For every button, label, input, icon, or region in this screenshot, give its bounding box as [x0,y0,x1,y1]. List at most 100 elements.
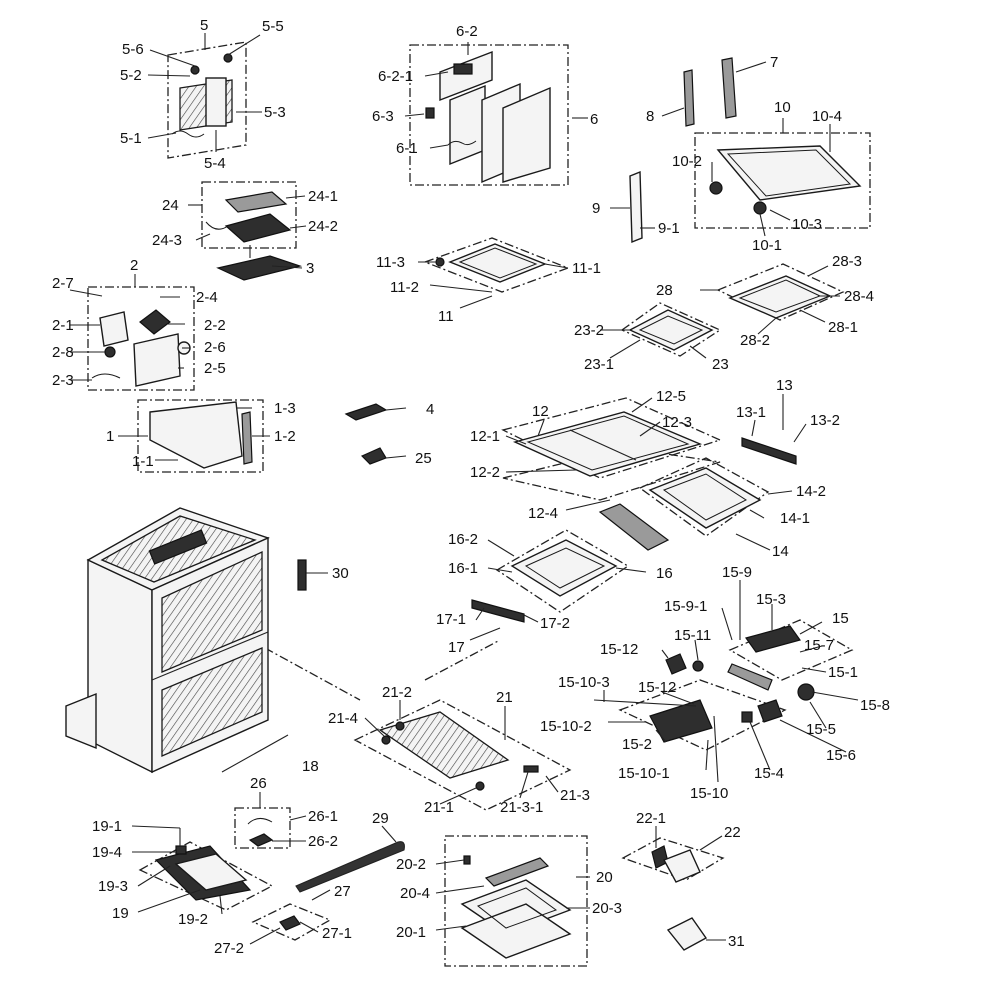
part-11-shelf-inner [458,247,538,279]
callout-label: 25 [415,450,432,467]
callout-label: 11-1 [572,260,601,277]
callout-label: 11-2 [390,279,419,296]
frame-15 [728,619,854,681]
part-16-drawer-inner [524,547,606,589]
part-10-shelf-inner [726,149,852,197]
callout-label: 21-2 [382,684,412,701]
callout-label: 15-8 [860,697,890,714]
part-19-rail-right [174,853,248,891]
callout-labels: 5 5-5 5-6 5-2 5-3 5-1 5-4 6-2 6-2-1 6-3 … [52,17,890,957]
callout-label: 15-10-3 [558,674,610,691]
part-11-shelf [448,243,547,283]
callout-label: 13-1 [736,404,766,421]
callout-label: 14-2 [796,483,826,500]
frame-11 [423,237,570,293]
part-12-shelf-inner [526,415,690,471]
callout-label: 15-5 [806,721,836,738]
part-17-rail [471,599,525,623]
part-22-cover [663,849,701,883]
callout-label: 10-1 [752,237,782,254]
frame-26 [234,807,291,849]
callout-label: 24-2 [308,218,338,235]
callout-label: 15-12 [600,641,638,658]
part-21-4-roller [381,735,391,745]
part-8-strip [683,69,695,127]
cabinet-lower-liner [161,647,263,757]
part-15-12-knob [665,653,687,675]
part-7-strip [721,57,737,119]
callout-label: 20-2 [396,856,426,873]
callout-label: 9 [592,200,600,217]
part-14-drawer [648,467,762,529]
part-5-6-sensor [190,65,200,75]
callout-label: 30 [332,565,349,582]
callout-label: 27-2 [214,940,244,957]
callout-label: 12-5 [656,388,686,405]
callout-label: 27-1 [322,925,352,942]
part-10-1-bracket [753,201,767,215]
callout-label: 23-2 [574,322,604,339]
frame-2 [87,286,195,391]
callout-label: 15-10-1 [618,765,670,782]
part-15-5-motor [797,683,815,701]
cabinet-divider [151,631,269,681]
callout-label: 28-4 [844,288,874,305]
callout-label: 10-2 [672,153,702,170]
frame-17-link [424,639,501,681]
part-31-cover [666,917,708,951]
callout-label: 19-4 [92,844,122,861]
part-6-door-left [449,84,486,166]
part-15-4-clip [741,711,753,723]
callout-label: 2-5 [204,360,226,377]
callout-label: 1 [106,428,114,445]
part-30-strip [297,559,307,591]
callout-label: 13-2 [810,412,840,429]
part-29-trim [295,841,405,893]
callout-label: 15-7 [804,637,834,654]
callout-label: 2-3 [52,372,74,389]
part-11-3-clip [435,257,445,267]
part-15-11-pin [692,660,704,672]
callout-label: 8 [646,108,654,125]
frame-20 [444,835,588,967]
frame-6 [409,44,569,186]
part-6-3-clip [425,107,435,119]
callout-label: 19-2 [178,911,208,928]
part-23-shelf [628,309,714,351]
part-2-3-wire [91,373,121,379]
callout-label: 15-9 [722,564,752,581]
callout-label: 21-3-1 [500,799,543,816]
frame-5 [167,41,247,159]
callout-label: 20-4 [400,885,430,902]
part-2-1-housing [99,311,129,347]
callout-label: 17 [448,639,465,656]
part-24-2-base [224,213,292,243]
callout-label: 14-1 [780,510,810,527]
callout-label: 15-10-2 [540,718,592,735]
callout-label: 15-11 [674,627,711,644]
callout-label: 23-1 [584,356,614,373]
callout-label: 2-1 [52,317,74,334]
callout-label: 31 [728,933,745,950]
callout-label: 2-2 [204,317,226,334]
part-2-8-knob [104,346,116,358]
callout-label: 28-1 [828,319,858,336]
callout-label: 5-4 [204,155,226,172]
part-21-1-roller [475,781,485,791]
cabinet-base [65,692,97,750]
part-19-1-clip [175,845,187,855]
callout-label: 16-2 [448,531,478,548]
part-2-body [133,333,181,387]
callout-label: 20 [596,869,613,886]
frame-18-link [264,647,361,701]
callout-label: 26-1 [308,808,338,825]
callout-label: 24-3 [152,232,182,249]
callout-label: 1-3 [274,400,296,417]
part-21-3-1-clip [523,765,539,773]
leader-lines [69,33,859,945]
callout-label: 2 [130,257,138,274]
callout-label: 28-3 [832,253,862,270]
callout-label: 15-1 [828,664,858,681]
callout-label: 15-12 [638,679,676,696]
callout-label: 19-1 [92,818,122,835]
